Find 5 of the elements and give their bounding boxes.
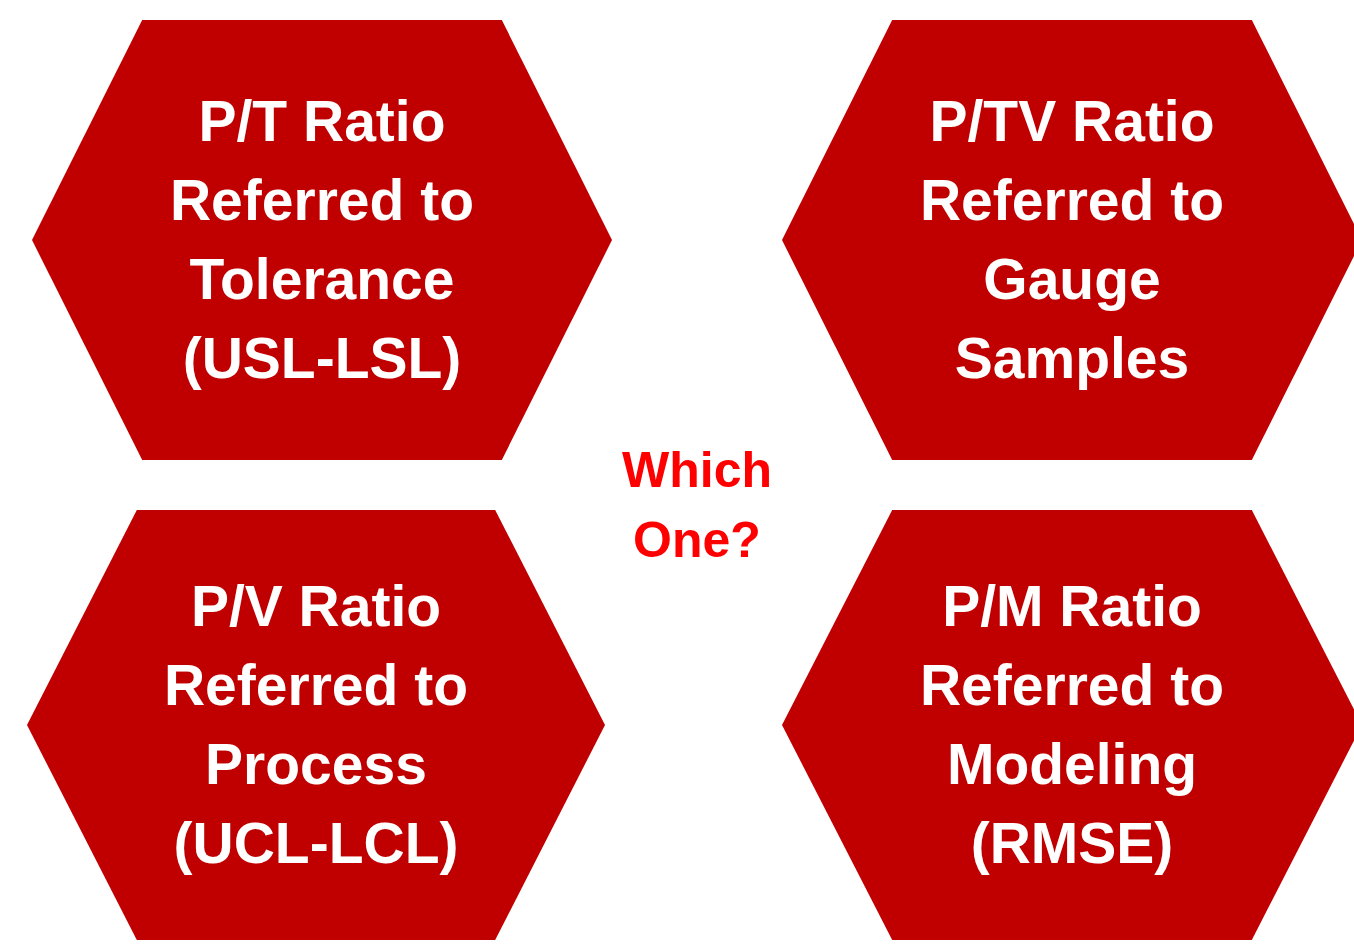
hexagon-text: P/T Ratio Referred to Tolerance (USL-LSL) — [168, 88, 476, 392]
hexagon-text: P/V Ratio Referred to Process (UCL-LCL) — [162, 573, 470, 877]
question-text: Which One? — [621, 441, 773, 570]
hexagon-text: P/M Ratio Referred to Modeling (RMSE) — [918, 573, 1226, 877]
hexagon-text: P/TV Ratio Referred to Gauge Samples — [918, 88, 1226, 392]
